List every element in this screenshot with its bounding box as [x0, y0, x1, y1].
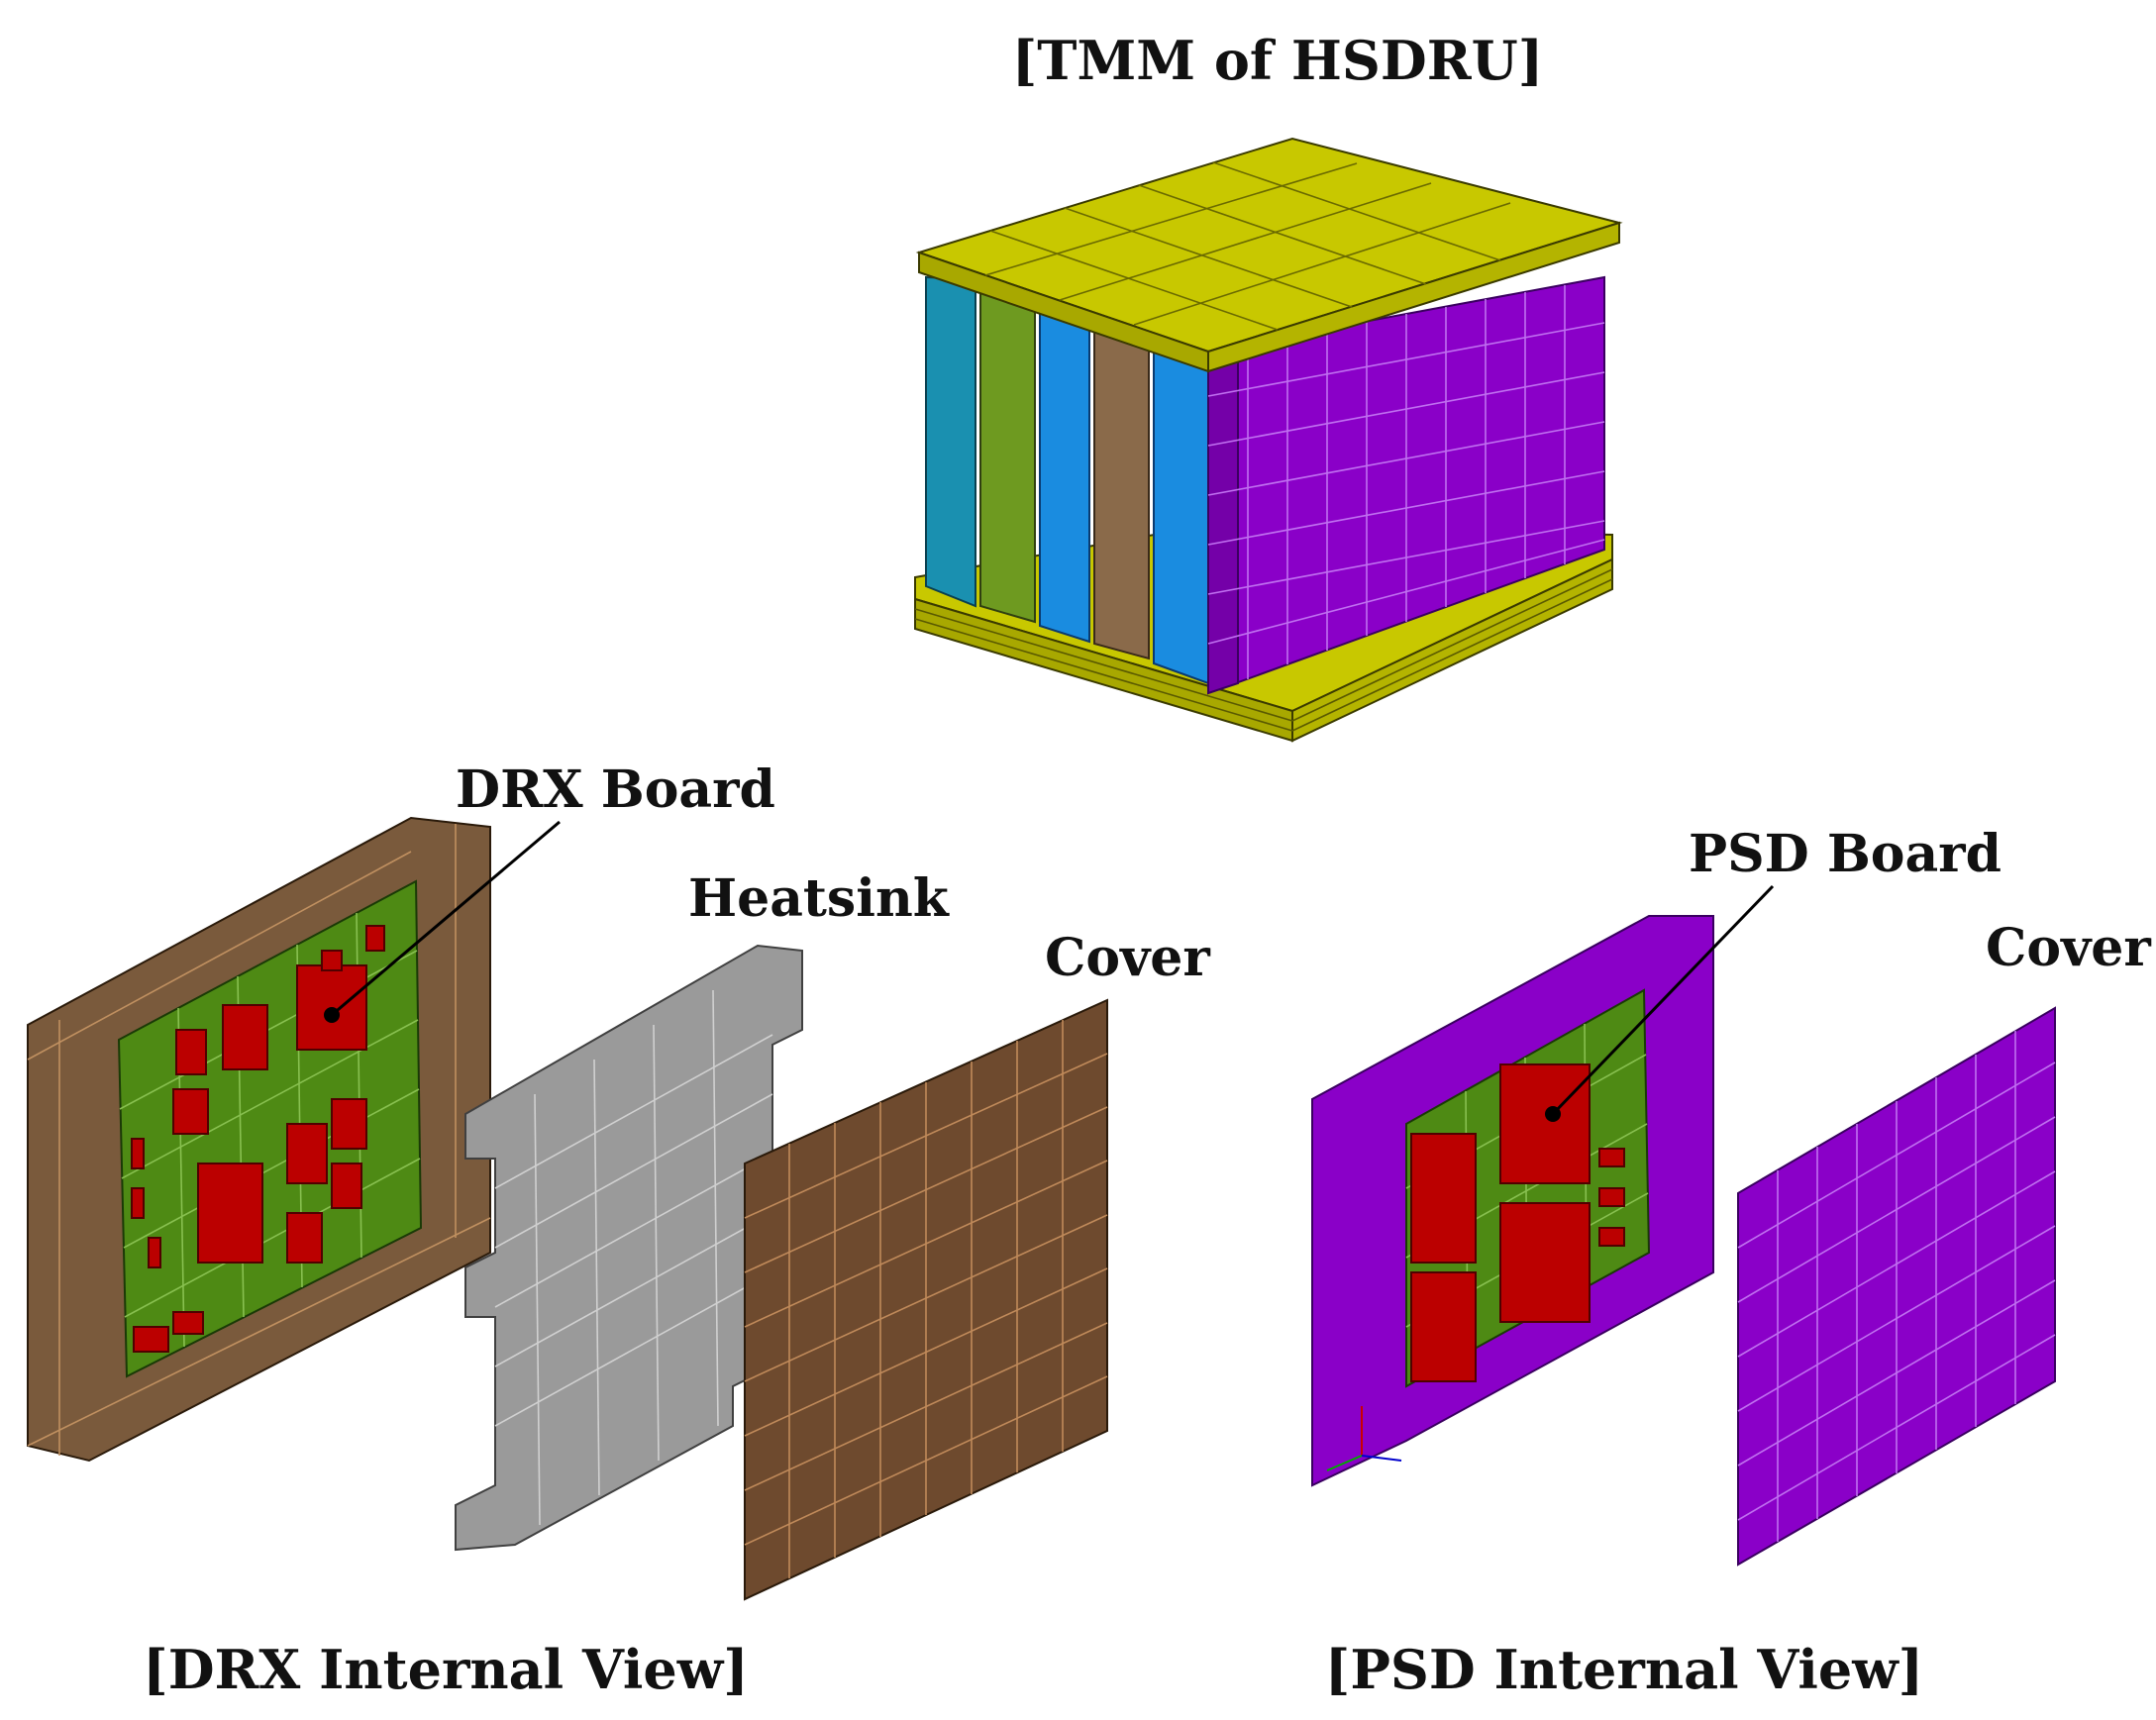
label-cover-psd: Cover	[1986, 918, 2151, 978]
label-cover-drx: Cover	[1045, 928, 1210, 988]
drx-chip	[321, 950, 343, 971]
drx-cover	[744, 998, 1108, 1601]
module-blue-1	[1039, 283, 1090, 644]
drx-chip	[222, 1004, 268, 1070]
psd-chip	[1499, 1202, 1591, 1323]
coordinate-axis-triad	[1326, 1406, 1402, 1471]
psd-chip	[1598, 1148, 1625, 1167]
drx-chip	[175, 1029, 207, 1075]
lid-side	[1207, 221, 1620, 373]
heatsink-assembly	[455, 944, 803, 1552]
base-plate-mesh	[914, 568, 1613, 732]
psd-chip	[1410, 1271, 1477, 1382]
module-teal	[925, 275, 976, 608]
drx-chip	[131, 1138, 145, 1169]
psd-frame-assembly	[1311, 915, 1714, 1487]
drx-chip	[286, 1123, 328, 1184]
psd-chip-main	[1499, 1063, 1591, 1184]
drx-chip	[172, 1311, 204, 1335]
psd-cover	[1737, 1006, 2056, 1567]
psd-chip	[1410, 1133, 1477, 1264]
drx-chip	[148, 1237, 161, 1268]
label-heatsink: Heatsink	[688, 868, 950, 929]
leader-dot-psd-board	[1545, 1106, 1561, 1122]
drx-chip	[133, 1326, 169, 1353]
drx-cover-mesh	[744, 1020, 1108, 1578]
drx-chip-large	[197, 1163, 263, 1264]
drx-frame-mesh	[27, 824, 491, 1456]
drx-chip	[131, 1187, 145, 1219]
hsdru-assembly	[914, 137, 1623, 743]
drx-frame-assembly	[27, 816, 491, 1463]
leader-dot-drx-board	[324, 1007, 340, 1023]
leader-psd-board	[1551, 884, 1775, 1116]
drx-chip	[286, 1212, 323, 1264]
leader-drx-board	[331, 820, 561, 1017]
drx-components	[131, 925, 385, 1353]
label-drx-board: DRX Board	[456, 759, 775, 820]
module-olive	[979, 277, 1036, 624]
top-title: [TMM of HSDRU]	[1012, 29, 1544, 92]
psd-module-mesh	[1207, 285, 1605, 679]
heatsink-mesh	[494, 989, 773, 1526]
drx-chip	[365, 925, 385, 952]
psd-chip	[1598, 1227, 1625, 1247]
heatsink-body	[455, 944, 803, 1552]
label-psd-board: PSD Board	[1689, 824, 2002, 884]
psd-cover-mesh	[1737, 1031, 2056, 1542]
psd-caption: [PSD Internal View]	[1325, 1638, 1923, 1701]
psd-chip	[1598, 1187, 1625, 1207]
drx-chip	[172, 1088, 209, 1135]
lid-mesh	[984, 161, 1511, 331]
psd-components	[1410, 1063, 1625, 1382]
drx-caption: [DRX Internal View]	[143, 1638, 749, 1701]
drx-chip	[331, 1098, 367, 1150]
drx-chip	[331, 1163, 362, 1209]
